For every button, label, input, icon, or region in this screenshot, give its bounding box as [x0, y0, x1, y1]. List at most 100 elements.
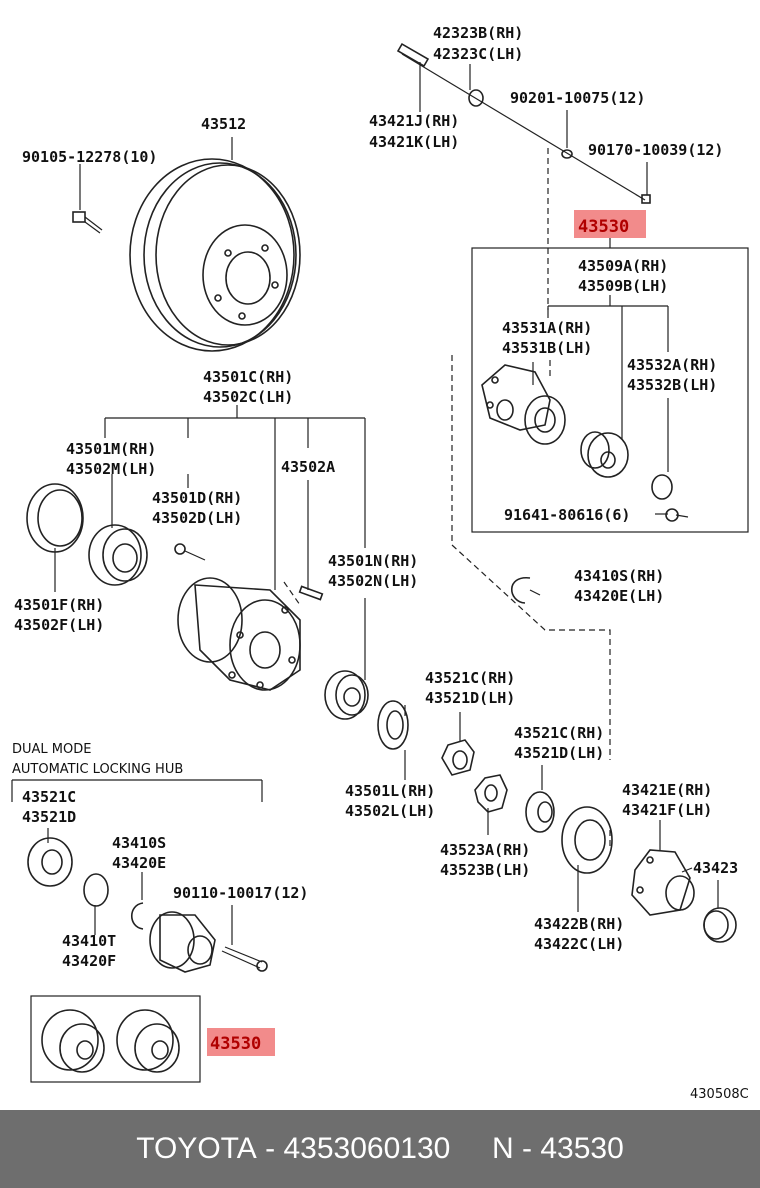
footer-brand: TOYOTA: [136, 1132, 257, 1165]
label-43501n: 43501N(RH): [328, 552, 418, 570]
part-footer-bar: TOYOTA - 4353060130 N - 43530: [0, 1110, 760, 1188]
label-43410s: 43410S(RH): [574, 567, 664, 585]
label-43502m: 43502M(LH): [66, 460, 156, 478]
locking-hub-body: [481, 364, 566, 445]
dual-kit-hub-b: [116, 1009, 180, 1073]
leaders-lower: [404, 589, 719, 912]
label-dual-mode: DUAL MODE: [12, 742, 91, 757]
label-43420f: 43420F: [62, 952, 116, 970]
label-43502c: 43502C(LH): [203, 388, 293, 406]
locking-hub-clutch: [580, 431, 629, 478]
bearing-outer: [324, 670, 369, 720]
footer-part-number: 4353060130: [283, 1132, 451, 1165]
label-43501d: 43501D(RH): [152, 489, 242, 507]
label-43502d: 43502D(LH): [152, 509, 242, 527]
rotor-screw-icon: [72, 211, 103, 234]
leaders-kit: [532, 238, 669, 515]
label-43501m: 43501M(RH): [66, 440, 156, 458]
oil-seal: [26, 483, 84, 553]
label-43521c-a: 43521C(RH): [425, 669, 515, 687]
label-43502f: 43502F(LH): [14, 616, 104, 634]
label-90110: 90110-10017(12): [173, 884, 308, 902]
dual-snap-ring-icon: [130, 902, 144, 930]
label-43523b: 43523B(LH): [440, 861, 530, 879]
label-43502n: 43502N(LH): [328, 572, 418, 590]
dual-hub-body-icon: [149, 911, 216, 973]
label-91641: 91641-80616(6): [504, 506, 630, 524]
footer-gap: [450, 1132, 492, 1166]
label-43532a: 43532A(RH): [627, 356, 717, 374]
label-43501l: 43501L(RH): [345, 782, 435, 800]
highlight-43530-bottom: [207, 1028, 275, 1056]
label-43421f: 43421F(LH): [622, 801, 712, 819]
label-43521c-b: 43521C(RH): [514, 724, 604, 742]
label-43422b: 43422B(RH): [534, 915, 624, 933]
label-43509a: 43509A(RH): [578, 257, 668, 275]
label-43421e: 43421E(RH): [622, 781, 712, 799]
gasket-icon: [561, 806, 613, 874]
axle-hub: [177, 577, 301, 691]
label-43531a: 43531A(RH): [502, 319, 592, 337]
label-43521d-b: 43521D(LH): [514, 744, 604, 762]
washer-icon: [561, 149, 573, 159]
dual-kit-box: [30, 995, 201, 1083]
label-43501f: 43501F(RH): [14, 596, 104, 614]
label-43523a: 43523A(RH): [440, 841, 530, 859]
parts-diagram: 42323B(RH) 42323C(LH) 43421J(RH) 43421K(…: [11, 24, 749, 1102]
label-43532b: 43532B(LH): [627, 376, 717, 394]
flange-icon: [631, 849, 695, 916]
label-43410t: 43410T: [62, 932, 116, 950]
hub-bolt-group: [396, 42, 651, 204]
label-42323c: 42323C(LH): [433, 45, 523, 63]
dual-bolt-icon: [221, 946, 268, 972]
disc-rotor: [129, 137, 301, 352]
label-43423: 43423: [693, 859, 738, 877]
thrust-washer: [377, 700, 409, 750]
label-auto-locking-hub: AUTOMATIC LOCKING HUB: [12, 762, 183, 777]
knock-pin-icon: [298, 585, 324, 601]
label-43421k: 43421K(LH): [369, 133, 459, 151]
snap-ring-icon: [651, 474, 673, 500]
small-bolt-icon: [641, 194, 651, 204]
kit-bolt-icon: [665, 508, 689, 522]
label-43420e: 43420E(LH): [574, 587, 664, 605]
label-43531b: 43531B(LH): [502, 339, 592, 357]
label-42323b: 42323B(RH): [433, 24, 523, 42]
label-43530-top: 43530: [578, 217, 629, 237]
dual-kit-hub-a: [41, 1009, 105, 1073]
label-43422c: 43422C(LH): [534, 935, 624, 953]
hub-stud-small: [174, 543, 206, 561]
bearing-inner: [88, 524, 148, 586]
locknut-icon: [441, 739, 475, 776]
snap-ring-43410s-icon: [511, 577, 531, 604]
label-90170: 90170-10039(12): [588, 141, 723, 159]
label-43502a: 43502A: [281, 458, 335, 476]
dashed-guides: [283, 148, 611, 850]
leaders-dual: [11, 779, 263, 945]
grease-cap-icon: [703, 907, 737, 943]
footer-sep: -: [256, 1132, 284, 1165]
label-43421j: 43421J(RH): [369, 112, 459, 130]
label-90105: 90105-12278(10): [22, 148, 157, 166]
label-43521d-c: 43521D: [22, 808, 76, 826]
label-43521c-c: 43521C: [22, 788, 76, 806]
leaders-mid: [54, 405, 366, 680]
label-90201: 90201-10075(12): [510, 89, 645, 107]
leaders-top: [79, 62, 648, 210]
label-43512: 43512: [201, 115, 246, 133]
diagram-code: 430508C: [690, 1087, 749, 1102]
label-43501c: 43501C(RH): [203, 368, 293, 386]
footer-part-code: N - 43530: [492, 1132, 624, 1165]
locknut-b-icon: [525, 791, 555, 833]
hub-nut-icon: [468, 89, 484, 107]
label-43521d-a: 43521D(LH): [425, 689, 515, 707]
lock-washer-icon: [474, 774, 508, 813]
highlight-43530-top: [574, 210, 646, 238]
dual-ring-icon: [83, 873, 109, 907]
dual-nut-icon: [27, 837, 73, 887]
label-43420e-b: 43420E: [112, 854, 166, 872]
hub-bolt-icon: [396, 42, 430, 68]
label-43502l: 43502L(LH): [345, 802, 435, 820]
label-43509b: 43509B(LH): [578, 277, 668, 295]
label-43410s-b: 43410S: [112, 834, 166, 852]
